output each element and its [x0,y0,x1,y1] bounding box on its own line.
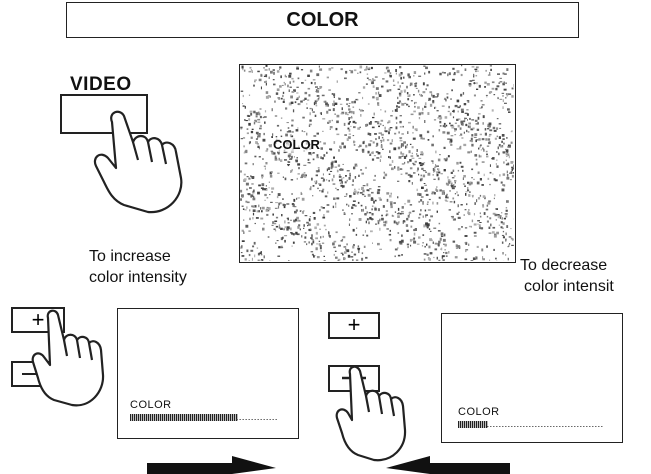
arrow-right-icon [147,456,276,474]
arrow-left-icon [386,456,510,474]
plus-button-icon: + [348,312,361,337]
video-button[interactable] [61,95,147,133]
plus-button-icon: + [32,307,45,332]
